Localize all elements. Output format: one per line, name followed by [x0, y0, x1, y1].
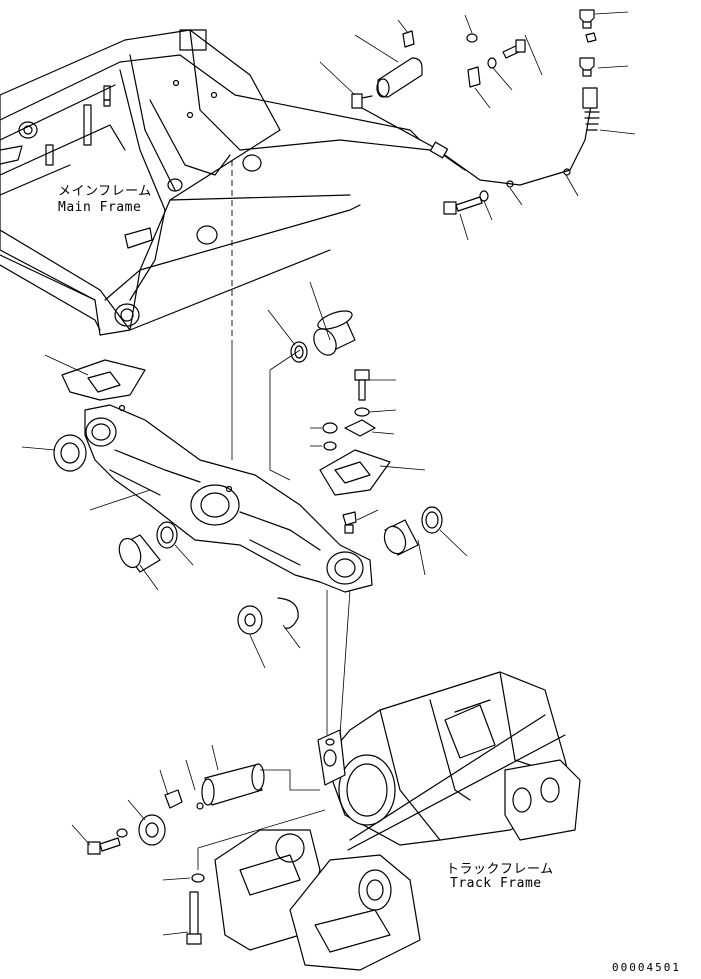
- main-frame-label-en: Main Frame: [58, 200, 142, 215]
- equalizer-bar: [84, 404, 373, 593]
- track-frame-label-en: Track Frame: [450, 876, 542, 891]
- grease-line-assembly: [351, 9, 600, 215]
- reference-number: 00004501: [612, 961, 681, 974]
- cover-plate-right: [319, 369, 391, 496]
- left-side-parts: [53, 434, 178, 573]
- guide-lines: [197, 160, 351, 870]
- bushing-and-seal: [290, 310, 356, 363]
- track-frame-label-jp: トラックフレーム: [446, 862, 554, 877]
- main-frame-label-jp: メインフレーム: [58, 184, 152, 199]
- right-side-parts: [237, 506, 443, 635]
- leader-lines: [21, 11, 636, 936]
- cover-plate-left: [61, 359, 146, 401]
- track-frame: [214, 671, 581, 971]
- pivot-hardware: [87, 763, 265, 945]
- main-frame: [0, 29, 431, 336]
